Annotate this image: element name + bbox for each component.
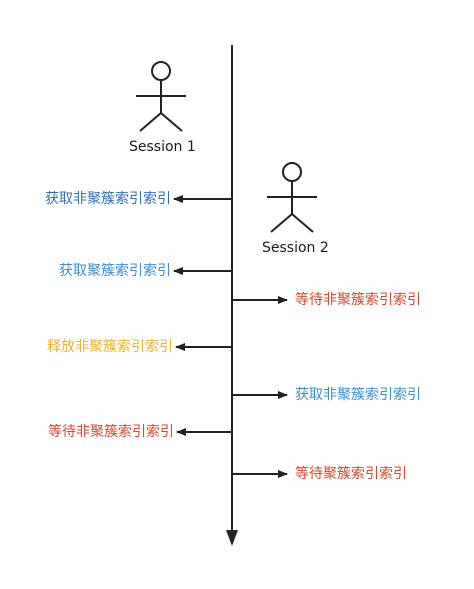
session-1-actor-icon bbox=[136, 61, 186, 132]
event-label: 等待非聚簇索引索引 bbox=[295, 292, 421, 308]
event-label: 释放非聚簇索引索引 bbox=[47, 339, 173, 355]
event-label: 获取非聚簇索引索引 bbox=[45, 191, 171, 207]
session-2-actor-icon bbox=[267, 162, 317, 233]
session-1-label: Session 1 bbox=[129, 139, 196, 155]
event-label: 获取非聚簇索引索引 bbox=[295, 387, 421, 403]
timeline-arrowhead bbox=[226, 530, 238, 546]
event-label: 等待聚簇索引索引 bbox=[295, 466, 407, 482]
event-label: 等待非聚簇索引索引 bbox=[48, 424, 174, 440]
session-2-label: Session 2 bbox=[262, 240, 329, 256]
event-label: 获取聚簇索引索引 bbox=[59, 263, 171, 279]
